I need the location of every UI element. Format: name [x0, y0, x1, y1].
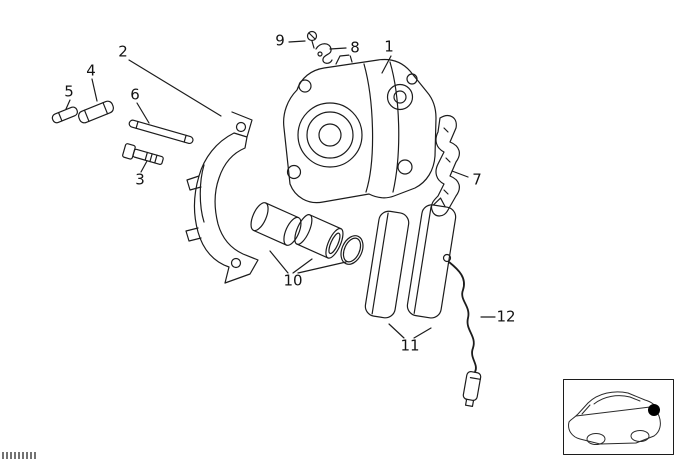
watermark — [2, 452, 38, 459]
wear-sensor-drawing — [442, 253, 482, 407]
callout-7[interactable]: 7 — [471, 170, 483, 189]
bolt-5-drawing — [51, 106, 79, 124]
leader-lines — [65, 40, 498, 339]
callout-5[interactable]: 5 — [63, 82, 75, 101]
callout-4[interactable]: 4 — [85, 61, 97, 80]
callout-2[interactable]: 2 — [117, 42, 129, 61]
callout-1[interactable]: 1 — [383, 37, 395, 56]
axle-marker-dot — [648, 404, 660, 416]
callout-8[interactable]: 8 — [349, 38, 361, 57]
retaining-screw-drawing — [306, 30, 318, 49]
anti-rattle-spring-drawing — [430, 115, 460, 217]
callout-3[interactable]: 3 — [134, 170, 146, 189]
bolt-3-drawing — [122, 143, 164, 165]
guide-pin-drawing — [128, 119, 194, 145]
callout-11[interactable]: 11 — [399, 336, 421, 355]
caliper-carrier-drawing — [185, 111, 259, 284]
retaining-clip-drawing — [315, 43, 333, 64]
callout-10[interactable]: 10 — [282, 271, 304, 290]
vehicle-inset — [563, 379, 674, 455]
callout-6[interactable]: 6 — [129, 85, 141, 104]
callout-9[interactable]: 9 — [274, 31, 286, 50]
brake-caliper-drawing — [283, 54, 437, 204]
brake-pads-drawing — [364, 197, 457, 319]
callout-12[interactable]: 12 — [495, 307, 517, 326]
guide-bush-drawing — [77, 100, 115, 124]
piston-kit-drawing — [250, 202, 364, 265]
